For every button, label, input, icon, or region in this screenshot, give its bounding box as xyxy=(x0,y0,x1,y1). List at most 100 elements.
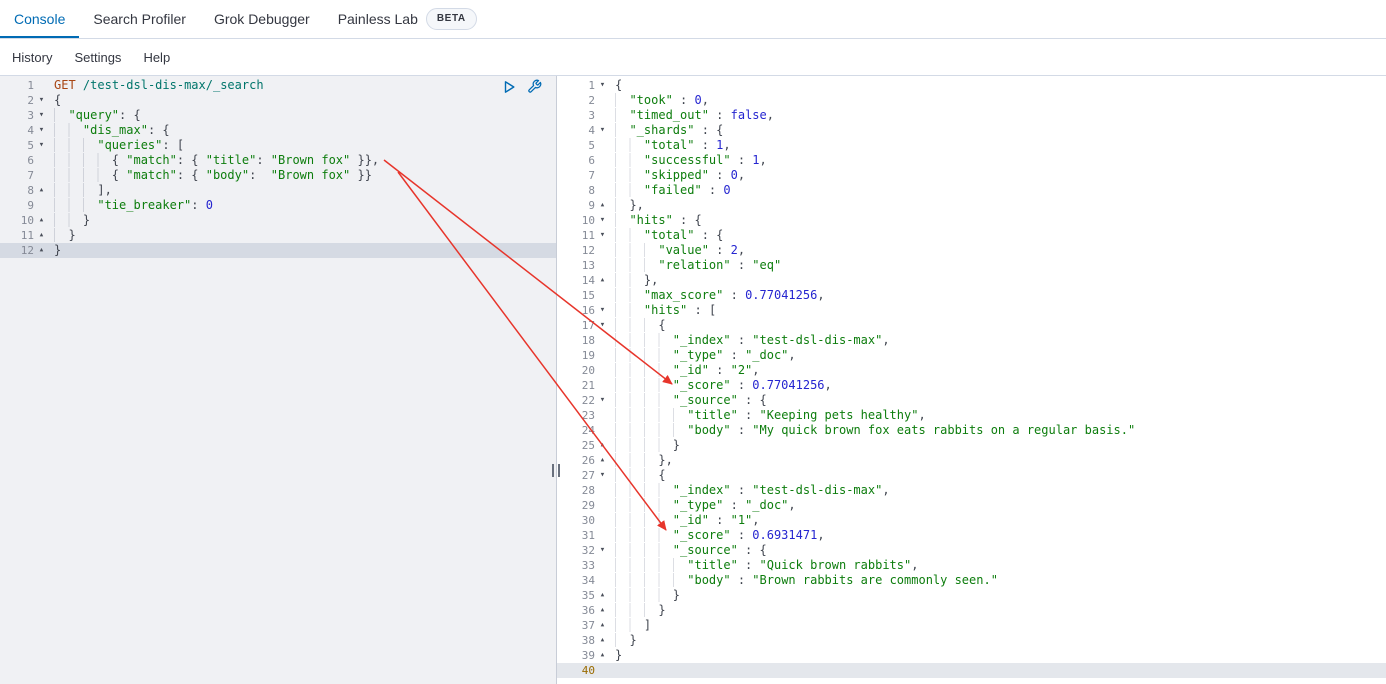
fold-down-icon[interactable]: ▾ xyxy=(599,545,606,555)
response-editor[interactable]: 1▾{2 "took" : 0,3 "timed_out" : false,4▾… xyxy=(557,76,1386,684)
code-line-39[interactable]: 39▴} xyxy=(557,648,1386,663)
tab-console[interactable]: Console xyxy=(0,0,80,38)
menu-item-history[interactable]: History xyxy=(12,49,53,65)
code-line-22[interactable]: 22▾ "_source" : { xyxy=(557,393,1386,408)
tab-grok-debugger[interactable]: Grok Debugger xyxy=(200,0,324,38)
code-line-10[interactable]: 10▴ } xyxy=(0,213,556,228)
code-line-23[interactable]: 23 "title" : "Keeping pets healthy", xyxy=(557,408,1386,423)
fold-up-icon[interactable]: ▴ xyxy=(599,590,606,600)
code-line-32[interactable]: 32▾ "_source" : { xyxy=(557,543,1386,558)
fold-spacer xyxy=(595,348,610,363)
code-line-3[interactable]: 3▾ "query": { xyxy=(0,108,556,123)
fold-up-icon[interactable]: ▴ xyxy=(599,635,606,645)
code-line-35[interactable]: 35▴ } xyxy=(557,588,1386,603)
line-number: 15 xyxy=(581,289,595,302)
code-line-11[interactable]: 11▾ "total" : { xyxy=(557,228,1386,243)
code-line-11[interactable]: 11▴ } xyxy=(0,228,556,243)
panel-resize-handle[interactable] xyxy=(552,464,560,477)
fold-up-icon[interactable]: ▴ xyxy=(599,605,606,615)
fold-up-icon[interactable]: ▴ xyxy=(599,200,606,210)
fold-up-icon[interactable]: ▴ xyxy=(599,440,606,450)
code-line-9[interactable]: 9 "tie_breaker": 0 xyxy=(0,198,556,213)
code-line-13[interactable]: 13 "relation" : "eq" xyxy=(557,258,1386,273)
code-line-40[interactable]: 40 xyxy=(557,663,1386,678)
code-line-1[interactable]: 1▾{ xyxy=(557,78,1386,93)
fold-up-icon[interactable]: ▴ xyxy=(38,215,45,225)
code-line-20[interactable]: 20 "_id" : "2", xyxy=(557,363,1386,378)
fold-up-icon[interactable]: ▴ xyxy=(599,650,606,660)
fold-up-icon[interactable]: ▴ xyxy=(599,275,606,285)
code-line-2[interactable]: 2 "took" : 0, xyxy=(557,93,1386,108)
code-line-21[interactable]: 21 "_score" : 0.77041256, xyxy=(557,378,1386,393)
code-line-15[interactable]: 15 "max_score" : 0.77041256, xyxy=(557,288,1386,303)
fold-up-icon[interactable]: ▴ xyxy=(599,455,606,465)
code-line-14[interactable]: 14▴ }, xyxy=(557,273,1386,288)
code-line-38[interactable]: 38▴ } xyxy=(557,633,1386,648)
code-line-9[interactable]: 9▴ }, xyxy=(557,198,1386,213)
play-icon xyxy=(504,81,515,93)
fold-down-icon[interactable]: ▾ xyxy=(599,80,606,90)
code-line-30[interactable]: 30 "_id" : "1", xyxy=(557,513,1386,528)
code-line-27[interactable]: 27▾ { xyxy=(557,468,1386,483)
fold-down-icon[interactable]: ▾ xyxy=(38,95,45,105)
tab-search-profiler[interactable]: Search Profiler xyxy=(79,0,200,38)
request-options-button[interactable] xyxy=(527,79,543,95)
code-line-37[interactable]: 37▴ ] xyxy=(557,618,1386,633)
code-line-6[interactable]: 6 "successful" : 1, xyxy=(557,153,1386,168)
fold-down-icon[interactable]: ▾ xyxy=(599,230,606,240)
send-request-button[interactable] xyxy=(501,79,517,95)
code-line-18[interactable]: 18 "_index" : "test-dsl-dis-max", xyxy=(557,333,1386,348)
fold-up-icon[interactable]: ▴ xyxy=(38,185,45,195)
code-line-28[interactable]: 28 "_index" : "test-dsl-dis-max", xyxy=(557,483,1386,498)
menu-item-help[interactable]: Help xyxy=(143,49,171,65)
code-line-5[interactable]: 5 "total" : 1, xyxy=(557,138,1386,153)
fold-down-icon[interactable]: ▾ xyxy=(38,125,45,135)
code-line-12[interactable]: 12 "value" : 2, xyxy=(557,243,1386,258)
code-line-7[interactable]: 7 "skipped" : 0, xyxy=(557,168,1386,183)
code-line-2[interactable]: 2▾{ xyxy=(0,93,556,108)
code-line-12[interactable]: 12▴} xyxy=(0,243,556,258)
code-line-33[interactable]: 33 "title" : "Quick brown rabbits", xyxy=(557,558,1386,573)
fold-spacer xyxy=(595,573,610,588)
code-line-24[interactable]: 24 "body" : "My quick brown fox eats rab… xyxy=(557,423,1386,438)
code-line-34[interactable]: 34 "body" : "Brown rabbits are commonly … xyxy=(557,573,1386,588)
code-line-7[interactable]: 7 { "match": { "body": "Brown fox" }} xyxy=(0,168,556,183)
code-text: "query": { xyxy=(49,108,141,123)
code-text: ], xyxy=(49,183,112,198)
code-line-3[interactable]: 3 "timed_out" : false, xyxy=(557,108,1386,123)
code-line-19[interactable]: 19 "_type" : "_doc", xyxy=(557,348,1386,363)
fold-down-icon[interactable]: ▾ xyxy=(599,395,606,405)
fold-spacer xyxy=(595,483,610,498)
code-line-16[interactable]: 16▾ "hits" : [ xyxy=(557,303,1386,318)
code-line-8[interactable]: 8▴ ], xyxy=(0,183,556,198)
fold-down-icon[interactable]: ▾ xyxy=(599,320,606,330)
fold-down-icon[interactable]: ▾ xyxy=(599,305,606,315)
fold-up-icon[interactable]: ▴ xyxy=(599,620,606,630)
code-line-10[interactable]: 10▾ "hits" : { xyxy=(557,213,1386,228)
code-line-31[interactable]: 31 "_score" : 0.6931471, xyxy=(557,528,1386,543)
fold-down-icon[interactable]: ▾ xyxy=(38,140,45,150)
menu-item-settings[interactable]: Settings xyxy=(74,49,122,65)
fold-down-icon[interactable]: ▾ xyxy=(599,215,606,225)
fold-up-icon[interactable]: ▴ xyxy=(38,230,45,240)
code-line-29[interactable]: 29 "_type" : "_doc", xyxy=(557,498,1386,513)
code-line-36[interactable]: 36▴ } xyxy=(557,603,1386,618)
fold-down-icon[interactable]: ▾ xyxy=(599,470,606,480)
code-line-26[interactable]: 26▴ }, xyxy=(557,453,1386,468)
code-line-25[interactable]: 25▴ } xyxy=(557,438,1386,453)
code-line-5[interactable]: 5▾ "queries": [ xyxy=(0,138,556,153)
code-text: "value" : 2, xyxy=(610,243,745,258)
fold-spacer xyxy=(595,183,610,198)
code-line-17[interactable]: 17▾ { xyxy=(557,318,1386,333)
code-line-8[interactable]: 8 "failed" : 0 xyxy=(557,183,1386,198)
fold-down-icon[interactable]: ▾ xyxy=(599,125,606,135)
code-line-6[interactable]: 6 { "match": { "title": "Brown fox" }}, xyxy=(0,153,556,168)
fold-down-icon[interactable]: ▾ xyxy=(38,110,45,120)
fold-up-icon[interactable]: ▴ xyxy=(38,245,45,255)
code-line-4[interactable]: 4▾ "_shards" : { xyxy=(557,123,1386,138)
code-line-4[interactable]: 4▾ "dis_max": { xyxy=(0,123,556,138)
